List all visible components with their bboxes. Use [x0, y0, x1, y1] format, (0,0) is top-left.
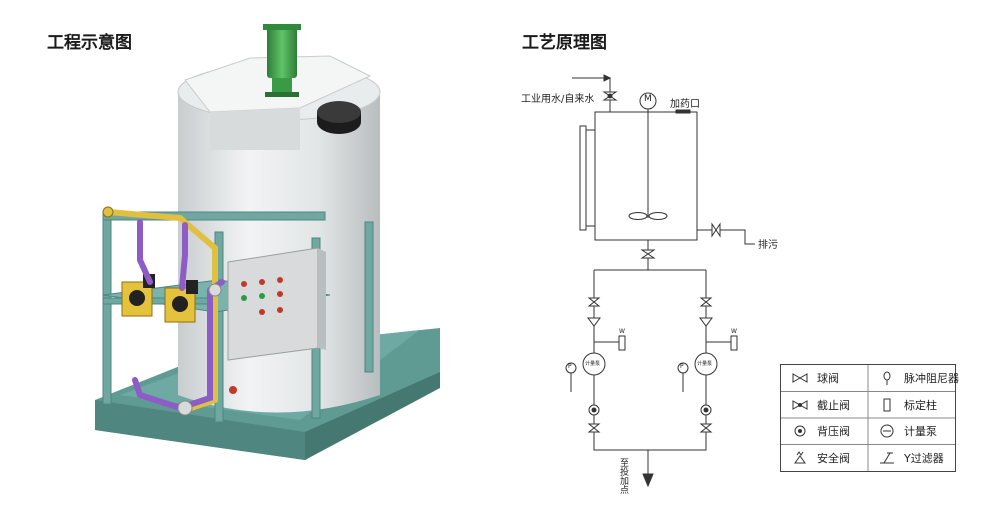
dosing-port-label: 加药口 [670, 99, 700, 110]
legend-item-y-strainer: Y过滤器 [876, 445, 944, 471]
legend-item-back-pressure-valve: 背压阀 [789, 418, 850, 444]
process-diagram-title: 工艺原理图 [522, 33, 607, 53]
y-strainer-icon [880, 452, 894, 463]
sight-glass [579, 125, 587, 231]
right-gauge-label: P [680, 363, 684, 370]
metering-pumps [121, 274, 198, 323]
left-pump-label: 计量泵 [585, 361, 601, 367]
motor-label: M [644, 94, 652, 104]
inlet-pipe [595, 77, 611, 112]
legend-item-safety-valve: 安全阀 [789, 445, 850, 471]
calibration-column-icon [883, 398, 891, 411]
inlet-ball-valve-icon [602, 91, 618, 101]
stop-valve-icon [792, 399, 808, 410]
pulsation-damper-icon [883, 371, 891, 385]
outlet-label: 至投加点 [618, 458, 628, 494]
drain-ball-valve-icon [711, 222, 721, 238]
left-gauge-label: P [568, 363, 572, 370]
legend: 球阀 脉冲阻尼器 截止阀 标定柱 背压阀 计量泵 安全阀 Y过滤器 [780, 364, 959, 472]
agitator-motor [263, 24, 301, 97]
dosing-port-icon [675, 109, 691, 114]
right-relief-label: W [731, 328, 737, 335]
left-branch [565, 297, 626, 433]
legend-item-calibration-column: 标定柱 [876, 392, 937, 418]
ball-valve-icon [792, 373, 808, 383]
safety-valve-icon [794, 450, 806, 463]
pipework [102, 206, 237, 416]
legend-grid [781, 365, 955, 471]
control-panel [227, 247, 326, 361]
drain-label: 排污 [758, 240, 778, 251]
illustration-title: 工程示意图 [47, 33, 132, 53]
right-metering-pump-icon [694, 352, 718, 376]
right-branch [677, 297, 738, 433]
drain-pipe [697, 229, 755, 245]
back-pressure-valve-icon [794, 425, 806, 437]
tank-outlet-valve-icon [640, 249, 656, 259]
legend-item-pulsation-damper: 脉冲阻尼器 [876, 365, 959, 391]
legend-item-stop-valve: 截止阀 [789, 392, 850, 418]
metering-pump-icon [880, 424, 894, 438]
right-pump-label: 计量泵 [697, 361, 713, 367]
discharge-manifold [593, 270, 707, 451]
equipment-illustration [95, 24, 440, 460]
water-inlet-label: 工业用水/自来水 [521, 94, 595, 105]
legend-item-metering-pump: 计量泵 [876, 418, 937, 444]
process-tank [594, 111, 698, 241]
agitator-blade [628, 212, 648, 220]
legend-item-ball-valve: 球阀 [789, 365, 839, 391]
left-metering-pump-icon [582, 352, 606, 376]
left-relief-label: W [619, 328, 625, 335]
